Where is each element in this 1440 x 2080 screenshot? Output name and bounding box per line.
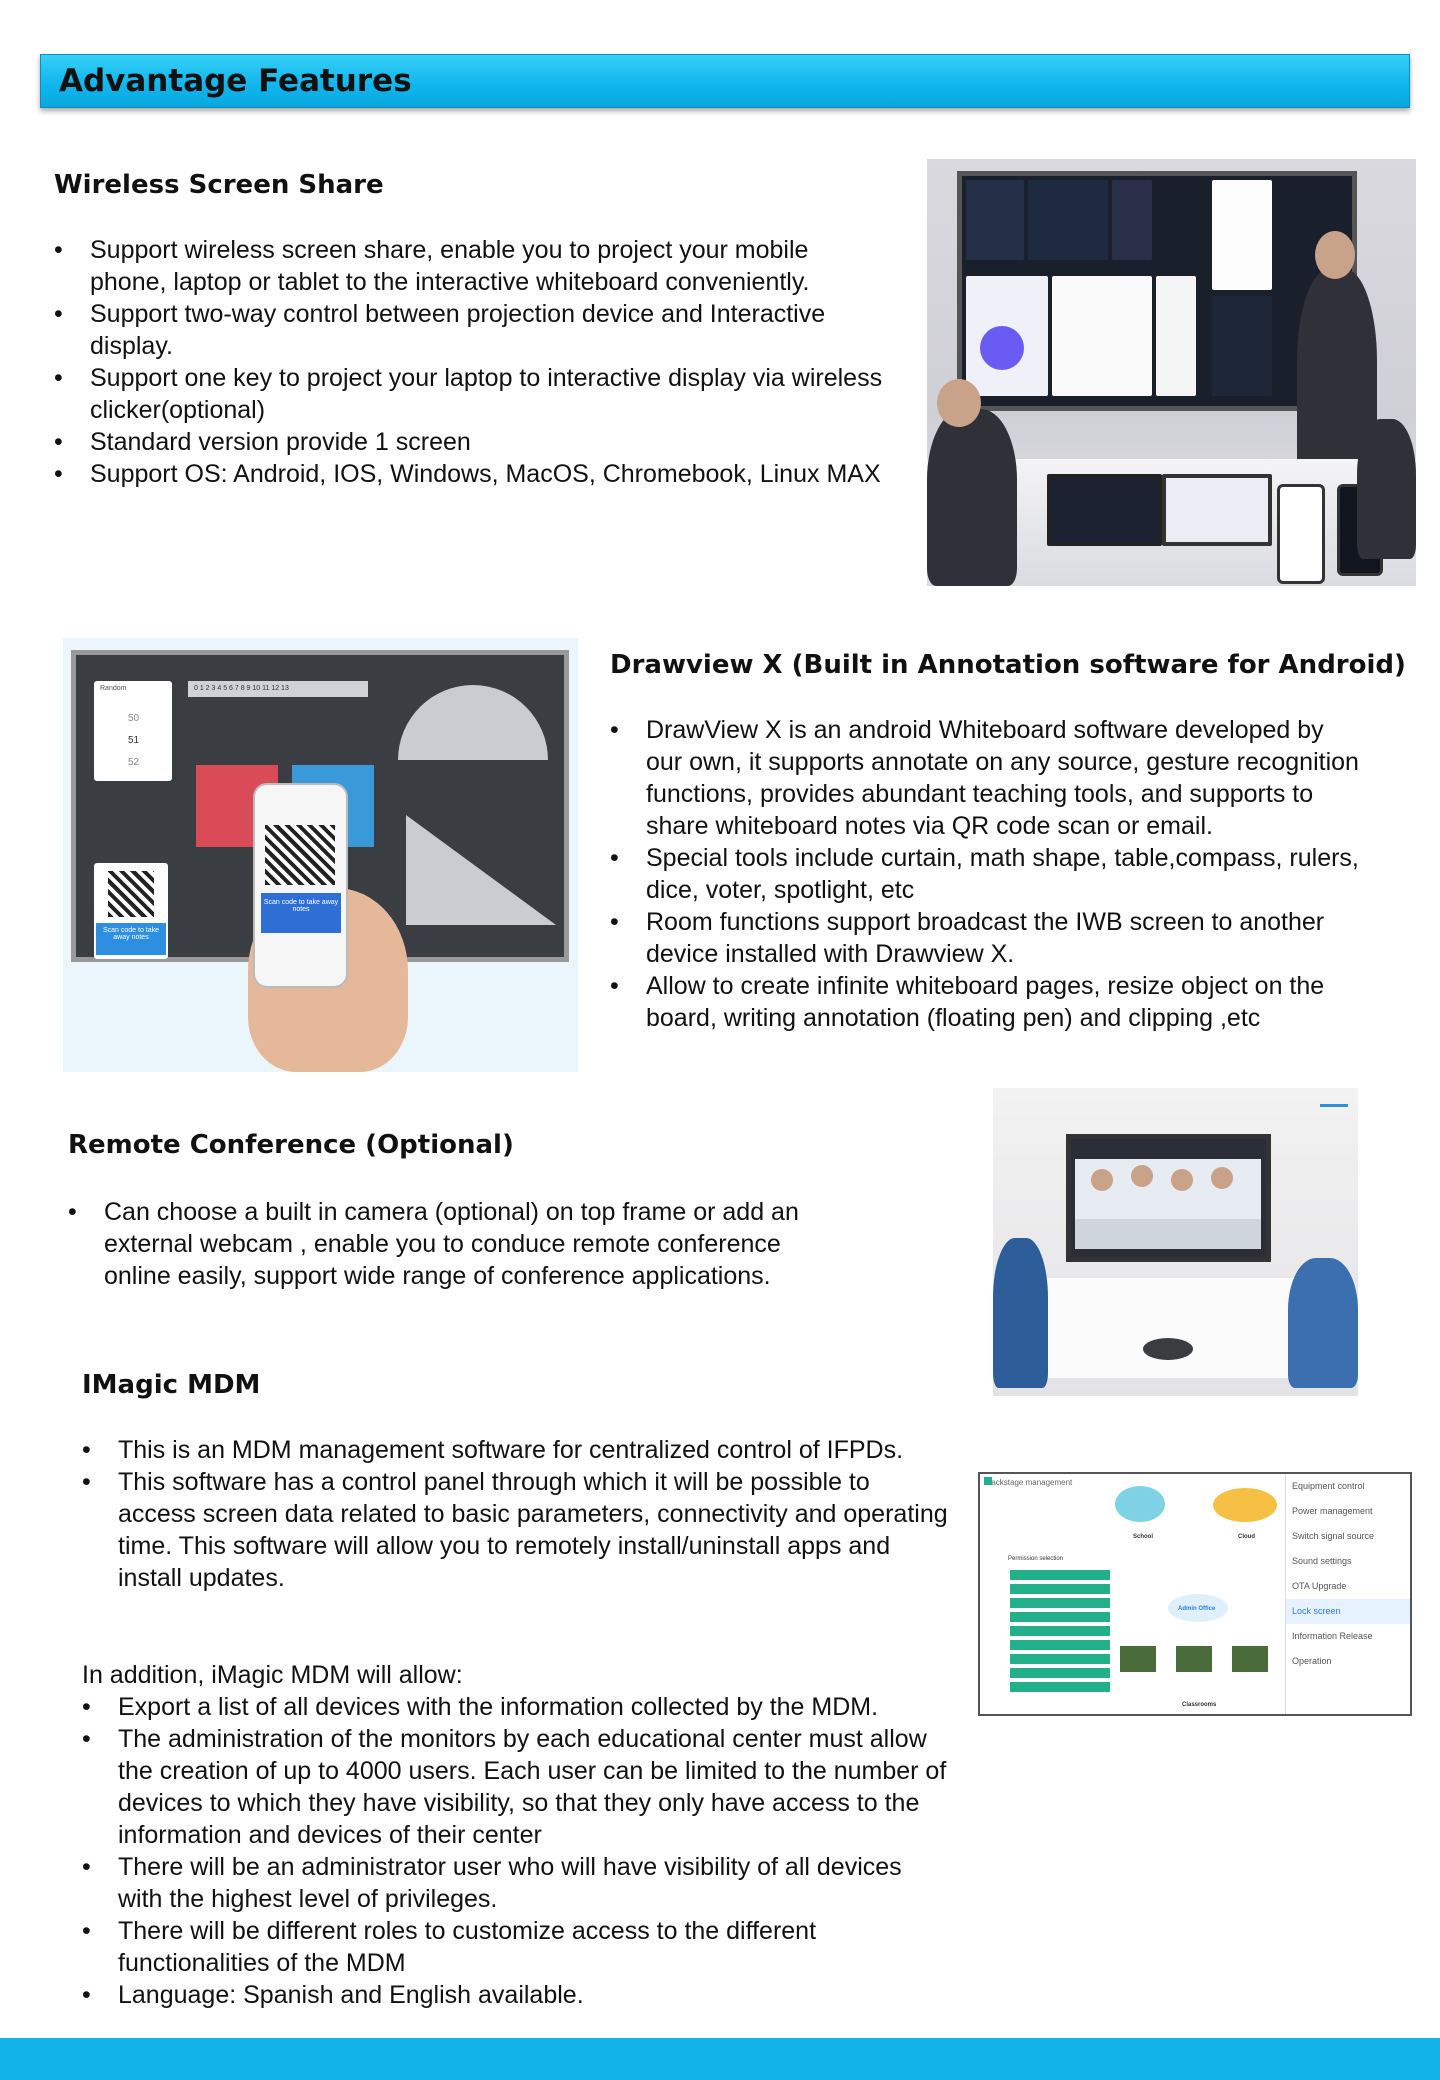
list-item: There will be different roles to customi… xyxy=(82,1915,952,1979)
menu-item: Switch signal source xyxy=(1292,1531,1375,1541)
conference-bullets: Can choose a built in camera (optional) … xyxy=(68,1196,828,1292)
accent-line xyxy=(1320,1104,1348,1107)
node-cloud: Cloud xyxy=(1238,1534,1255,1540)
random-number: 50 xyxy=(128,713,140,724)
drawview-title: Drawview X (Built in Annotation software… xyxy=(610,650,1406,680)
drawview-photo: Random 50 51 52 0 1 2 3 4 5 6 7 8 9 10 1… xyxy=(63,638,578,1072)
drawview-bullets: DrawView X is an android Whiteboard soft… xyxy=(610,714,1360,1034)
wireless-share-photo xyxy=(927,159,1416,586)
list-item: The administration of the monitors by ea… xyxy=(82,1723,952,1851)
menu-item: OTA Upgrade xyxy=(1292,1581,1347,1591)
node-school: School xyxy=(1133,1534,1154,1540)
conference-table xyxy=(1027,1278,1329,1378)
mdm-header: Backstage management xyxy=(986,1478,1073,1487)
menu-item: Operation xyxy=(1292,1656,1332,1666)
cloud-icon xyxy=(1213,1488,1277,1522)
mdm-bullets: This is an MDM management software for c… xyxy=(82,1434,952,1594)
node-admin-office: Admin Office xyxy=(1178,1606,1216,1612)
classroom-icon xyxy=(1120,1646,1156,1672)
school-icon xyxy=(1115,1486,1165,1522)
wireless-bullets: Support wireless screen share, enable yo… xyxy=(54,234,884,490)
protractor xyxy=(398,685,548,760)
list-item: This is an MDM management software for c… xyxy=(82,1434,952,1466)
list-item: There will be an administrator user who … xyxy=(82,1851,952,1915)
mdm-intro: In addition, iMagic MDM will allow: xyxy=(82,1661,463,1689)
menu-item: Information Release xyxy=(1292,1631,1373,1641)
classroom-icon xyxy=(1232,1646,1268,1672)
list-item: Language: Spanish and English available. xyxy=(82,1979,952,2011)
ruler: 0 1 2 3 4 5 6 7 8 9 10 11 12 13 xyxy=(188,681,368,697)
list-item: Support wireless screen share, enable yo… xyxy=(54,234,884,298)
menu-item: Equipment control xyxy=(1292,1481,1365,1491)
menu-item: Power management xyxy=(1292,1506,1373,1516)
mdm-menu: Equipment control Power management Switc… xyxy=(1285,1474,1410,1714)
conference-photo xyxy=(993,1088,1358,1396)
admin-office-icon xyxy=(1168,1594,1228,1622)
conference-title: Remote Conference (Optional) xyxy=(68,1130,514,1160)
conference-tv xyxy=(1066,1134,1271,1262)
classroom-icon xyxy=(1176,1646,1212,1672)
mdm-title: IMagic MDM xyxy=(82,1370,261,1400)
mdm-diagram: Backstage management Permission selectio… xyxy=(978,1472,1412,1716)
list-item: Special tools include curtain, math shap… xyxy=(610,842,1360,906)
list-item: Export a list of all devices with the in… xyxy=(82,1691,952,1723)
random-number: 51 xyxy=(128,735,140,746)
banner-title: Advantage Features xyxy=(59,63,412,99)
speakerphone xyxy=(1143,1338,1193,1360)
qr-code-icon xyxy=(108,871,154,917)
phone: Scan code to take away notes xyxy=(253,783,348,988)
list-item: Support two-way control between projecti… xyxy=(54,298,884,362)
qr-caption: Scan code to take away notes xyxy=(96,923,166,955)
list-item: DrawView X is an android Whiteboard soft… xyxy=(610,714,1360,842)
display-screen xyxy=(957,171,1357,411)
menu-item: Sound settings xyxy=(1292,1556,1352,1566)
list-item: Can choose a built in camera (optional) … xyxy=(68,1196,828,1292)
permission-label: Permission selection xyxy=(1008,1556,1064,1562)
list-item: Support one key to project your laptop t… xyxy=(54,362,884,426)
phone-caption: Scan code to take away notes xyxy=(261,893,341,933)
qr-card: Scan code to take away notes xyxy=(94,863,168,959)
triangle-ruler xyxy=(406,815,556,925)
node-classrooms: Classrooms xyxy=(1182,1702,1217,1708)
list-item: Allow to create infinite whiteboard page… xyxy=(610,970,1360,1034)
menu-item-active: Lock screen xyxy=(1286,1599,1410,1624)
mdm-bullets-2: Export a list of all devices with the in… xyxy=(82,1691,952,2011)
list-item: This software has a control panel throug… xyxy=(82,1466,952,1594)
random-number: 52 xyxy=(128,757,140,768)
footer-bar xyxy=(0,2038,1440,2080)
list-item: Support OS: Android, IOS, Windows, MacOS… xyxy=(54,458,884,490)
random-title: Random xyxy=(100,685,127,692)
list-item: Standard version provide 1 screen xyxy=(54,426,884,458)
qr-code-icon xyxy=(265,825,335,885)
wireless-title: Wireless Screen Share xyxy=(54,170,384,200)
section-banner: Advantage Features xyxy=(40,54,1410,108)
list-item: Room functions support broadcast the IWB… xyxy=(610,906,1360,970)
app-icon xyxy=(984,1477,992,1485)
